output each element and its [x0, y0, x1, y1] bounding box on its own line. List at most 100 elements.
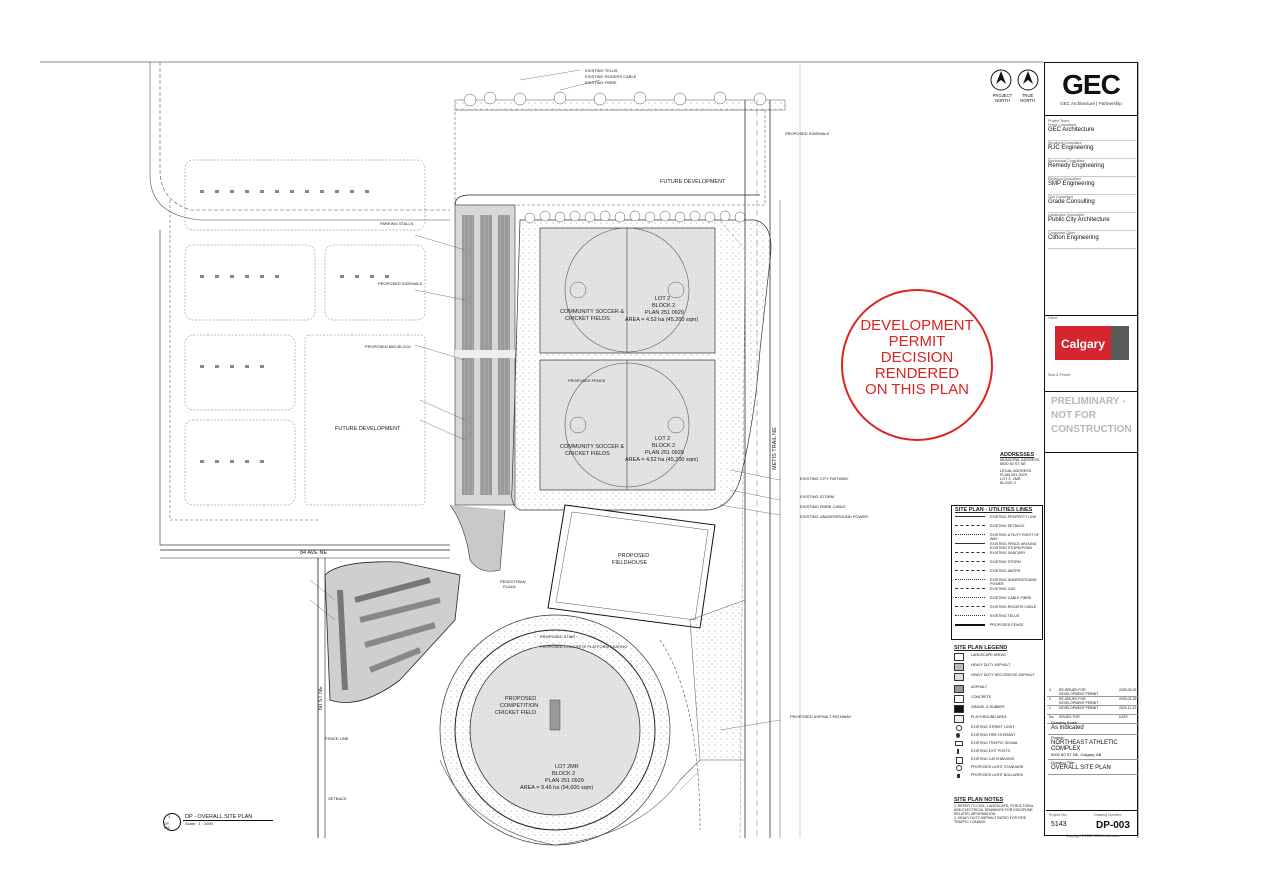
title-block: GEC GEC Architecture | Partnership Proje… [1044, 62, 1138, 836]
legend-row: EXISTING SETBACK [952, 523, 1042, 532]
addresses-heading: ADDRESSES [1000, 452, 1035, 458]
firm-tagline: GEC Architecture | Partnership [1060, 101, 1122, 106]
north-arrow-icon [990, 69, 1039, 91]
notes-title: SITE PLAN NOTES [954, 797, 1004, 803]
svg-text:EXISTING FIBRE: EXISTING FIBRE [585, 80, 617, 85]
calgary-logo: Calgary [1055, 326, 1129, 360]
legal-label: LEGAL ADDRESS [1000, 469, 1032, 473]
true-north-label: TRUE NORTH [1020, 93, 1035, 103]
sheet-number-box: Project No.: 5143 Drawing Number: DP-003 [1046, 810, 1138, 835]
legend-row: PLAYGROUND AREA [951, 714, 1043, 724]
scale-field: Drawing Scale:As indicated [1048, 720, 1138, 735]
client-label: Client: [1048, 316, 1059, 320]
legend-row: HEAVY DUTY ASPHALT [951, 662, 1043, 672]
legend-row: EXISTING SANITARY [952, 550, 1042, 559]
svg-text:SETBACK: SETBACK [328, 796, 347, 801]
legend-row: GRAVEL & RUBBER [951, 704, 1043, 714]
development-permit-stamp: DEVELOPMENT PERMIT DECISION RENDERED ON … [841, 289, 993, 441]
svg-text:EXISTING ROGERS CABLE: EXISTING ROGERS CABLE [585, 74, 637, 79]
title-field: Drawing Title:OVERALL SITE PLAN [1048, 760, 1138, 775]
legend-row: EXISTING TRAFFIC SIGNAL [951, 740, 1043, 748]
site-legend-title: SITE PLAN LEGEND [954, 645, 1008, 651]
svg-text:PROPOSED STAIR: PROPOSED STAIR [540, 634, 575, 639]
municipal-label: MUNICIPAL ADDRESS [1000, 458, 1040, 462]
legend-row: EXISTING CATCHBASINS [951, 756, 1043, 764]
stamp-line: PERMIT [888, 333, 946, 350]
preliminary-text: PRELIMINARY - NOT FOR CONSTRUCTION [1051, 396, 1132, 435]
svg-text:PROPOSED SIDEWALK: PROPOSED SIDEWALK [785, 131, 830, 136]
note-item: 2. HEAVY DUTY ASPHALT RATED FOR FIRE TRA… [954, 816, 1027, 824]
legend-row: LANDSCAPE AREAS [951, 652, 1043, 662]
preliminary-box: PRELIMINARY - NOT FOR CONSTRUCTION [1045, 391, 1137, 453]
stamp-line: RENDERED [874, 365, 960, 382]
legend-row: EXISTING WATER [952, 568, 1042, 577]
legend-row: EXISTING STREET LIGHT [951, 724, 1043, 732]
copyright: Copyright © 2025 GEC Architecture [1066, 834, 1120, 838]
legend-row: EXISTING GAS [952, 586, 1042, 595]
svg-text:PROPOSED SIDEWALK: PROPOSED SIDEWALK [378, 281, 423, 286]
legend-row: EXISTING ROGERS CABLE [952, 604, 1042, 613]
legend-row: HEAVY DUTY DECORATIVE ASPHALT [951, 672, 1043, 684]
legend-row: EXISTING UTILITY RIGHT OF WAY [952, 532, 1042, 541]
svg-text:PROPOSED MID-BLOCK: PROPOSED MID-BLOCK [365, 344, 411, 349]
svg-text:EXISTING CITY PATHWAY: EXISTING CITY PATHWAY [800, 476, 849, 481]
site-plan-notes: SITE PLAN NOTES 1. REFER TO CIVIL, LANDS… [951, 796, 1043, 838]
drawing-info: Drawing Scale:As indicated Project:NORTH… [1048, 720, 1138, 775]
legend-row: EXISTING TELUS [952, 613, 1042, 622]
seal-label: Seal & Permit: [1048, 373, 1071, 377]
project-north-label: PROJECT NORTH [992, 93, 1013, 103]
legend-row: EXISTING CABLE FIBRE [952, 595, 1042, 604]
municipal-address: 5000 60 ST NE [1000, 462, 1026, 466]
note-item: 1. REFER TO CIVIL, LANDSCAPE, STRUCTURAL… [954, 804, 1034, 816]
logo-text: GEC [1062, 69, 1121, 100]
legal-line: BLOCK 2 [1000, 481, 1017, 485]
legend-row: EXISTING STORM [952, 559, 1042, 568]
drawing-number: DP-003 [1096, 820, 1130, 831]
north-arrows: PROJECT NORTH TRUE NORTH [988, 68, 1042, 103]
svg-text:EXISTING FIBRE CABLE: EXISTING FIBRE CABLE [800, 504, 846, 509]
stamp-line: DEVELOPMENT [860, 317, 974, 334]
legal-line: PLAN 251 0929 [1000, 473, 1027, 477]
city-crest-icon [1111, 326, 1129, 360]
legend-row: CONCRETE [951, 694, 1043, 704]
legend-row: EXISTING PROPERTY LINE [952, 514, 1042, 523]
legend-row: EXISTING FIRE HYDRANT [951, 732, 1043, 740]
addresses-block: ADDRESSES MUNICIPAL ADDRESS 5000 60 ST N… [1000, 452, 1044, 485]
utilities-legend: SITE PLAN - UTILITIES LINES EXISTING PRO… [951, 505, 1043, 640]
legend-row: PROPOSED FENCE [952, 622, 1042, 631]
svg-text:EXISTING UNDERGROUND POWER: EXISTING UNDERGROUND POWER [800, 514, 868, 519]
legend-row: ASPHALT [951, 684, 1043, 694]
svg-text:PROPOSED CONCRETE PLATFORM SEA: PROPOSED CONCRETE PLATFORM SEATING [540, 644, 627, 649]
svg-text:EXISTING STORM: EXISTING STORM [800, 494, 834, 499]
utilities-legend-title: SITE PLAN - UTILITIES LINES [955, 507, 1033, 513]
client-section: Client: Calgary [1045, 315, 1137, 360]
svg-text:EXISTING TELUS: EXISTING TELUS [585, 68, 618, 73]
stamp-line: DECISION [880, 349, 954, 366]
svg-text:FENCE LINE: FENCE LINE [325, 736, 349, 741]
site-legend: SITE PLAN LEGEND LANDSCAPE AREAS HEAVY D… [951, 644, 1043, 796]
legend-row: EXISTING FENCE AROUND EXISTING STORM PON… [952, 541, 1042, 550]
svg-text:PARKING STALLS: PARKING STALLS [380, 221, 414, 226]
firm-logo: GEC GEC Architecture | Partnership [1045, 63, 1137, 116]
svg-text:PROPOSED ASPHALT PATHWAY: PROPOSED ASPHALT PATHWAY [790, 714, 852, 719]
legend-row: EXISTING EXIT POSTS [951, 748, 1043, 756]
legal-line: LOT 2, 2MR [1000, 477, 1021, 481]
legend-row: PROPOSED LIGHT STANDARD [951, 764, 1043, 772]
legend-row: EXISTING UNDERGROUND POWER [952, 577, 1042, 586]
project-team-label: Project Team: [1048, 119, 1070, 123]
client-name: Calgary [1061, 337, 1106, 351]
